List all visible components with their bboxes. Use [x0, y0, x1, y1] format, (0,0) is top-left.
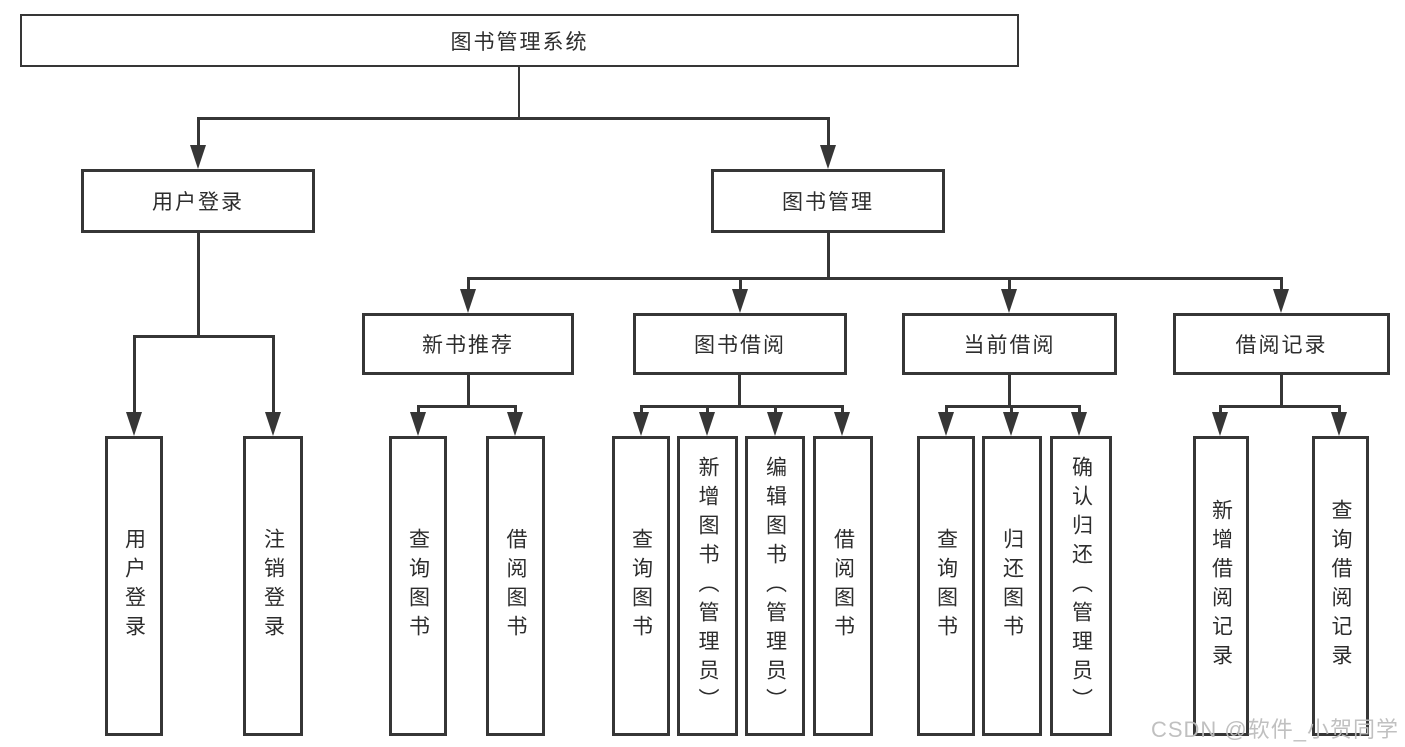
arrow-down-icon: [190, 145, 206, 169]
leaf-label: 借阅图书: [831, 528, 855, 644]
arrow-down-icon: [1212, 412, 1228, 436]
connector-drop-leaf: [774, 405, 777, 417]
connector-drop-l3: [1280, 277, 1283, 295]
leaf-query-books-recommend: 查询图书: [389, 436, 447, 736]
arrow-down-icon: [820, 145, 836, 169]
leaf-add-borrow-record: 新增借阅记录: [1193, 436, 1249, 736]
connector-current-split: [945, 405, 1081, 408]
leaf-label: 查询图书: [406, 528, 430, 644]
arrow-down-icon: [938, 412, 954, 436]
leaf-user-login: 用户登录: [105, 436, 163, 736]
arrow-down-icon: [1003, 412, 1019, 436]
connector-drop-leaf: [1219, 405, 1222, 417]
connector-drop-book-management: [827, 117, 830, 149]
connector-drop-leaf: [417, 405, 420, 417]
arrow-down-icon: [507, 412, 523, 436]
connector-borrow-stem: [738, 375, 741, 408]
connector-drop-leaf: [706, 405, 709, 417]
leaf-label: 编辑图书（管理员）: [763, 455, 787, 717]
leaf-label: 新增图书（管理员）: [696, 455, 719, 717]
leaf-edit-book-admin: 编辑图书（管理员）: [745, 436, 805, 736]
connector-drop-leaf: [514, 405, 517, 417]
leaf-borrow-books: 借阅图书: [813, 436, 873, 736]
connector-drop-l3: [739, 277, 742, 295]
connector-drop-user-login: [197, 117, 200, 149]
connector-book-mgmt-split: [467, 277, 1283, 280]
arrow-down-icon: [1071, 412, 1087, 436]
connector-records-split: [1219, 405, 1341, 408]
arrow-down-icon: [834, 412, 850, 436]
connector-borrow-split: [640, 405, 844, 408]
leaf-query-books-borrow: 查询图书: [612, 436, 670, 736]
connector-drop-leaf: [133, 335, 136, 415]
leaf-borrow-books-recommend: 借阅图书: [486, 436, 545, 736]
arrow-down-icon: [460, 289, 476, 313]
connector-user-login-stem: [197, 233, 200, 338]
node-library-system: 图书管理系统: [20, 14, 1019, 67]
leaf-label: 查询图书: [629, 528, 653, 644]
leaf-add-book-admin: 新增图书（管理员）: [677, 436, 738, 736]
connector-drop-leaf: [640, 405, 643, 417]
connector-user-login-split: [133, 335, 275, 338]
connector-drop-leaf: [1338, 405, 1341, 417]
connector-current-stem: [1008, 375, 1011, 408]
leaf-label: 用户登录: [122, 528, 146, 644]
arrow-down-icon: [265, 412, 281, 436]
arrow-down-icon: [732, 289, 748, 313]
connector-drop-leaf: [1010, 405, 1013, 417]
leaf-return-books: 归还图书: [982, 436, 1042, 736]
leaf-label: 确认归还（管理员）: [1069, 455, 1093, 717]
arrow-down-icon: [410, 412, 426, 436]
leaf-query-borrow-record: 查询借阅记录: [1312, 436, 1369, 736]
connector-drop-leaf: [1078, 405, 1081, 417]
arrow-down-icon: [1273, 289, 1289, 313]
connector-recommend-stem: [467, 375, 470, 408]
leaf-label: 归还图书: [1000, 528, 1024, 644]
node-book-borrow: 图书借阅: [633, 313, 847, 375]
arrow-down-icon: [699, 412, 715, 436]
node-current-borrow: 当前借阅: [902, 313, 1117, 375]
connector-root-stem: [518, 67, 520, 119]
connector-root-split: [197, 117, 830, 120]
leaf-label: 注销登录: [261, 528, 285, 644]
connector-drop-leaf: [841, 405, 844, 417]
arrow-down-icon: [1001, 289, 1017, 313]
connector-records-stem: [1280, 375, 1283, 408]
leaf-confirm-return-admin: 确认归还（管理员）: [1050, 436, 1112, 736]
arrow-down-icon: [767, 412, 783, 436]
node-book-management: 图书管理: [711, 169, 945, 233]
leaf-label: 查询图书: [934, 528, 958, 644]
leaf-query-books-current: 查询图书: [917, 436, 975, 736]
node-borrow-records: 借阅记录: [1173, 313, 1390, 375]
connector-drop-l3: [467, 277, 470, 295]
leaf-logout: 注销登录: [243, 436, 303, 736]
watermark: CSDN @软件_小贺同学: [1150, 717, 1399, 742]
connector-book-mgmt-stem: [827, 233, 830, 279]
arrow-down-icon: [633, 412, 649, 436]
connector-drop-leaf: [945, 405, 948, 417]
leaf-label: 新增借阅记录: [1209, 499, 1233, 673]
node-new-book-recommend: 新书推荐: [362, 313, 574, 375]
node-user-login: 用户登录: [81, 169, 315, 233]
arrow-down-icon: [1331, 412, 1347, 436]
connector-drop-leaf: [272, 335, 275, 415]
leaf-label: 查询借阅记录: [1329, 499, 1352, 673]
leaf-label: 借阅图书: [504, 528, 527, 644]
connector-drop-l3: [1008, 277, 1011, 295]
arrow-down-icon: [126, 412, 142, 436]
connector-recommend-split: [417, 405, 517, 408]
